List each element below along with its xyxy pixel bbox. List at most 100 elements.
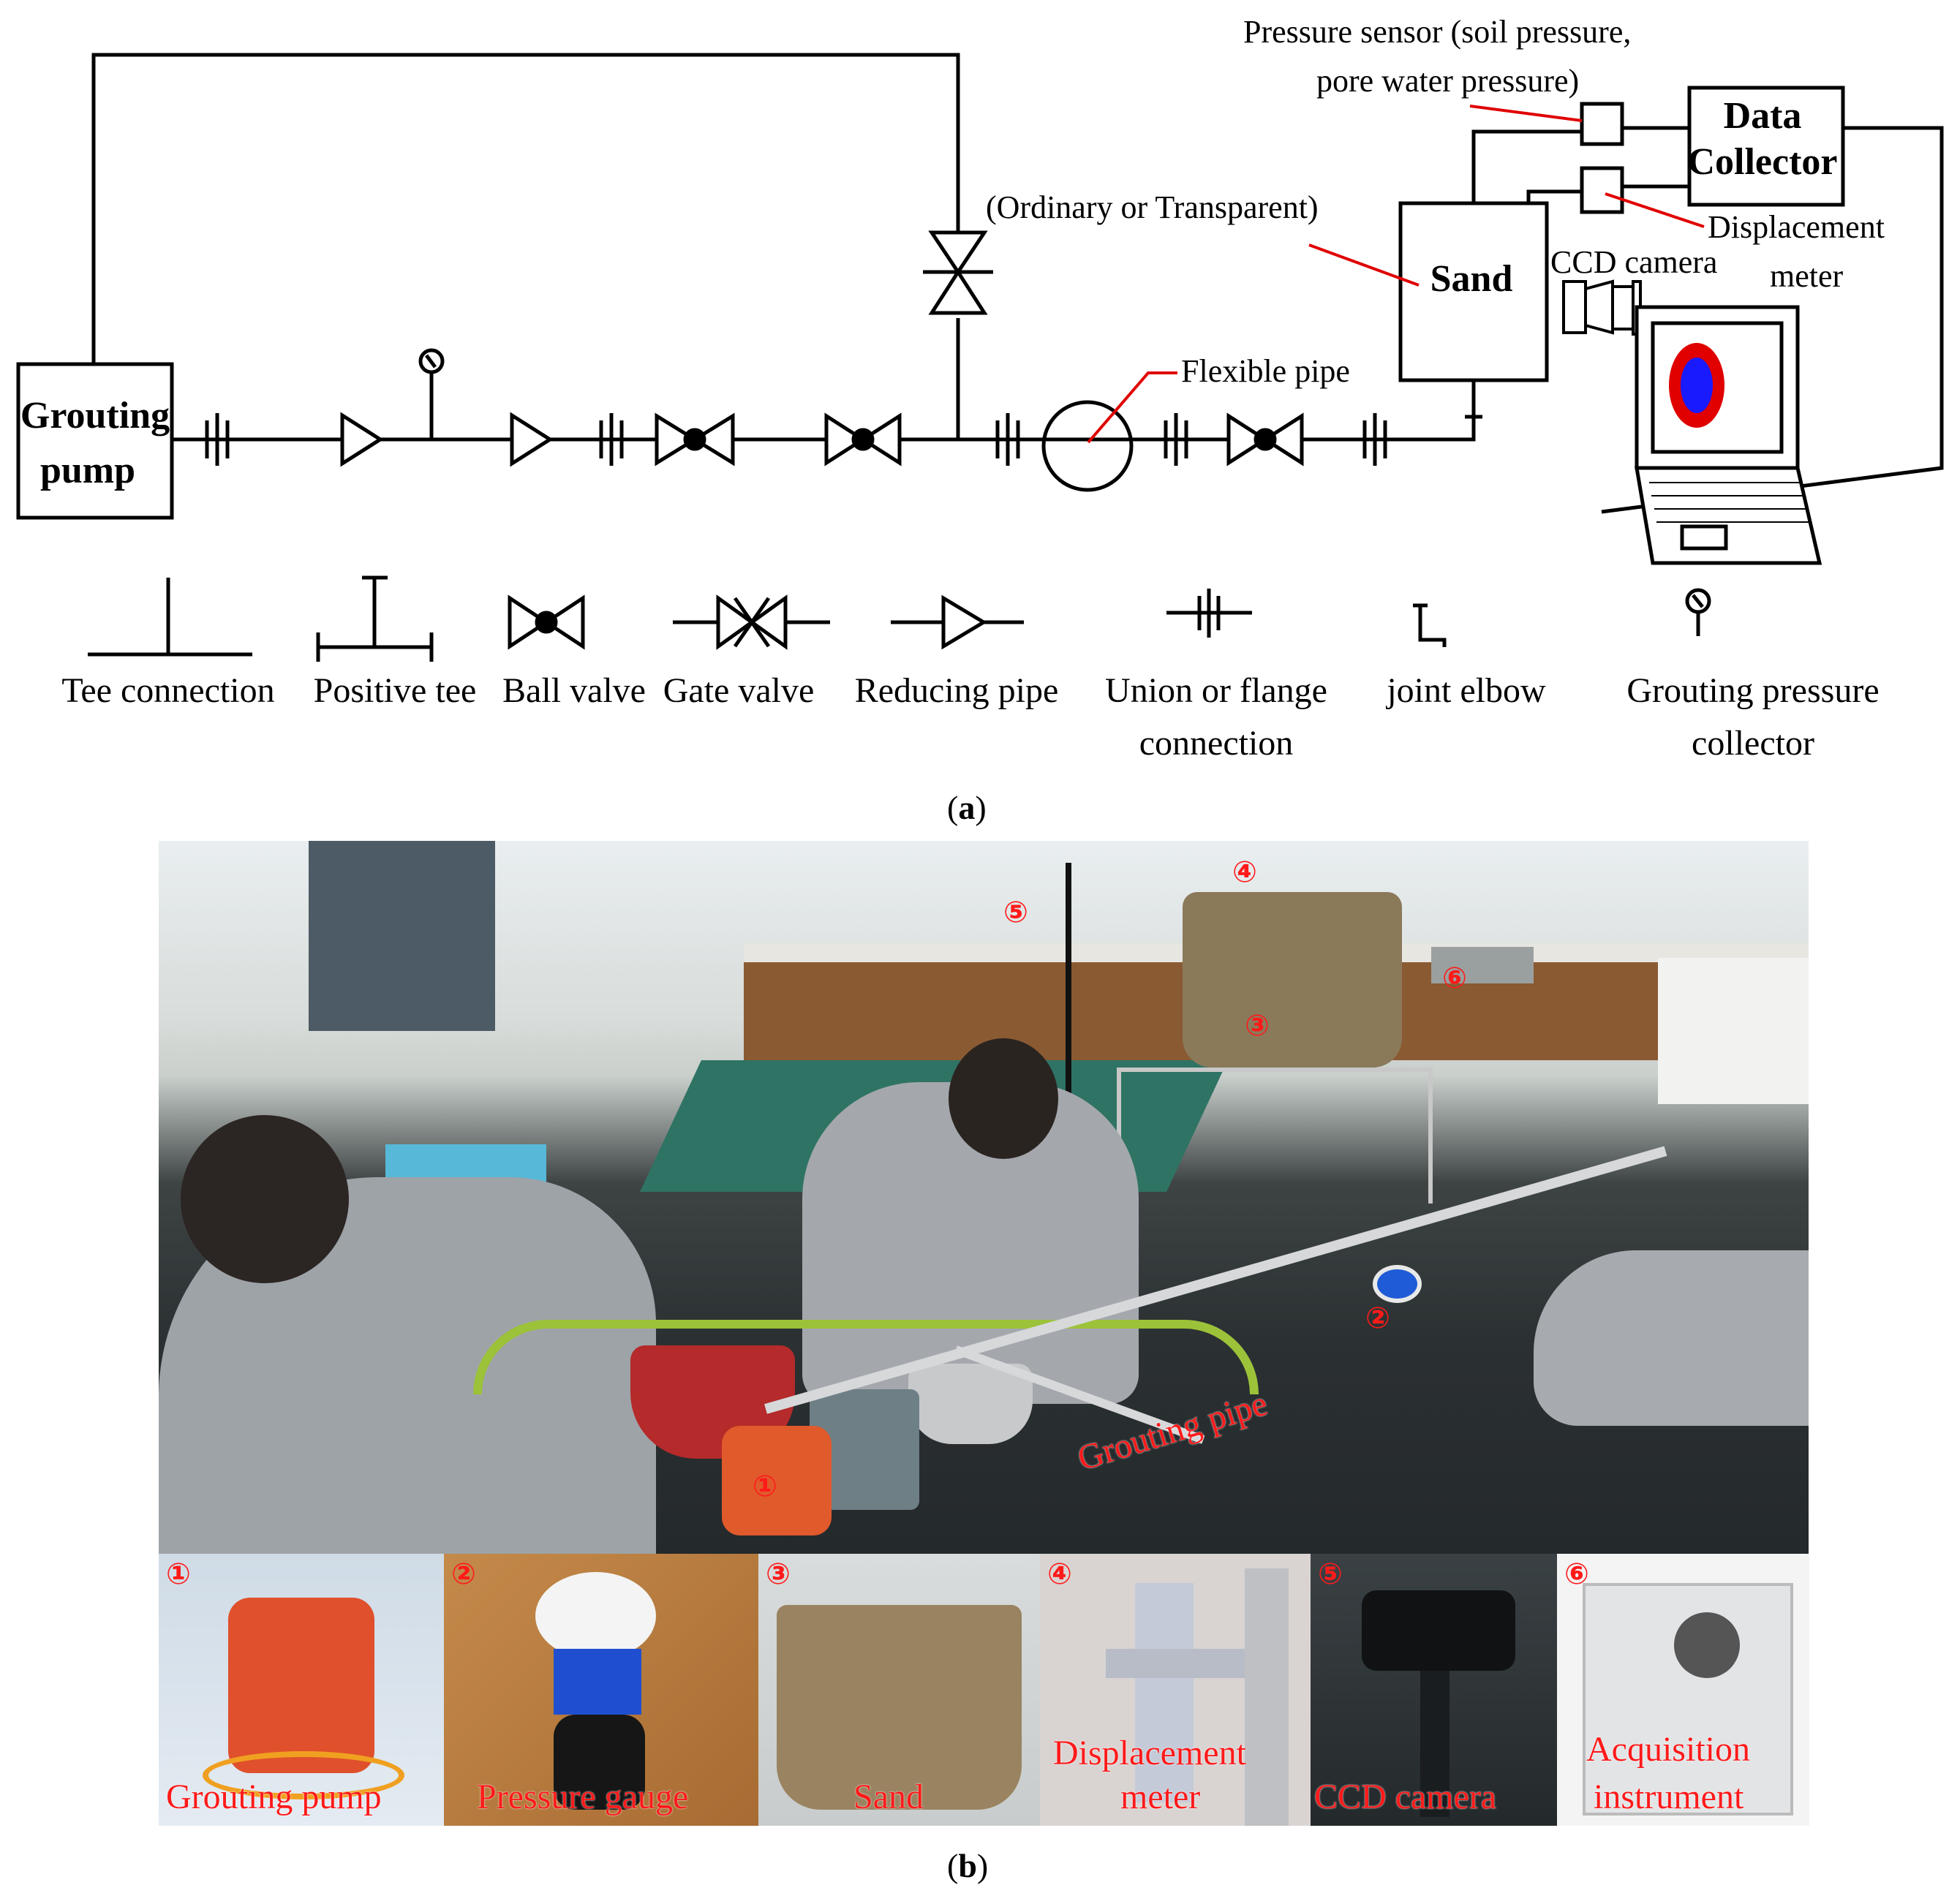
grouting-pump-box	[16, 362, 174, 520]
marker-2: ②	[1365, 1302, 1390, 1335]
union-icon	[205, 413, 230, 466]
joint-elbow-icon	[1463, 380, 1482, 442]
ball-valve-icon	[824, 412, 902, 466]
ball-valve-legend-icon	[508, 594, 585, 650]
legend-label-union: Union or flange	[1105, 671, 1327, 710]
panel-label-2: Pressure gauge	[477, 1778, 689, 1816]
white-cabinet	[1658, 958, 1809, 1104]
pressure-sensor-box	[1580, 102, 1624, 146]
laptop-icon	[1635, 305, 1822, 565]
panel-displacement-meter: ④ Displacement meter	[1040, 1554, 1311, 1826]
gate-valve-legend-icon	[673, 594, 830, 650]
sand-bucket	[777, 1605, 1022, 1810]
steel-pot	[908, 1364, 1033, 1444]
panel-acquisition-instrument: ⑥ Acquisition instrument	[1557, 1554, 1809, 1826]
panel-sand: ③ Sand	[758, 1554, 1040, 1826]
caption-a: (a)	[947, 789, 987, 826]
gauge-head	[535, 1572, 656, 1660]
legend-label-reducing-pipe: Reducing pipe	[855, 671, 1059, 710]
sand-box	[1398, 201, 1549, 382]
panel-label-6: Acquisition	[1586, 1730, 1750, 1769]
joint-elbow-legend-icon	[1413, 603, 1447, 647]
panel-label-4: Displacement	[1053, 1734, 1246, 1772]
reducing-pipe-icon	[510, 412, 554, 467]
legend-label-ball-valve: Ball valve	[502, 671, 646, 710]
instrument-fan	[1674, 1612, 1740, 1678]
panel-label-1: Grouting pump	[166, 1778, 382, 1816]
pump-hose	[203, 1751, 404, 1799]
panel-num-1: ①	[166, 1557, 191, 1591]
grouting-pressure-collector-legend-icon	[1685, 588, 1711, 636]
marker-5: ⑤	[1003, 896, 1028, 929]
marker-4: ④	[1232, 855, 1257, 889]
door	[309, 841, 495, 1031]
displacement-meter-label: Displacement	[1708, 209, 1885, 245]
data-collector-box	[1687, 86, 1845, 207]
legend-label-pressure-collector-2: collector	[1692, 724, 1814, 763]
union-icon	[1362, 413, 1387, 466]
pump-body	[228, 1598, 374, 1773]
grout-diffusion-blob-inner	[1681, 358, 1713, 413]
sand-container	[1183, 892, 1402, 1068]
grouting-system-schematic: Grouting pump	[16, 14, 1944, 763]
tee-connection-icon	[88, 578, 252, 657]
union-icon	[1164, 413, 1188, 466]
legend-label-pressure-collector: Grouting pressure	[1626, 671, 1879, 710]
panel-label-4b: meter	[1120, 1778, 1201, 1816]
legend-label-tee-connection: Tee connection	[61, 671, 274, 710]
meter-bracket	[1106, 1649, 1252, 1678]
flexible-pipe-label: Flexible pipe	[1181, 353, 1350, 389]
person-left-head	[181, 1115, 349, 1283]
caption-b: (b)	[947, 1847, 989, 1884]
panel-num-5: ⑤	[1318, 1557, 1343, 1591]
gauge-flange	[554, 1715, 645, 1810]
marker-3: ③	[1245, 1009, 1270, 1043]
union-icon	[599, 413, 624, 466]
panel-grouting-pump: ① Grouting pump	[159, 1554, 444, 1826]
pressure-sensor-label-2: pore water pressure)	[1316, 63, 1579, 99]
panel-num-2: ②	[451, 1557, 476, 1591]
person-right	[1534, 1250, 1809, 1426]
ball-valve-icon	[655, 412, 735, 466]
union-icon	[995, 413, 1020, 466]
reducing-pipe-icon	[340, 412, 384, 467]
panel-num-3: ③	[766, 1557, 791, 1591]
legend-label-gate-valve: Gate valve	[663, 671, 815, 710]
union-legend-icon	[1166, 589, 1252, 638]
gauge-body	[554, 1649, 641, 1715]
orange-pump	[722, 1426, 832, 1535]
marker-6: ⑥	[1442, 962, 1467, 995]
pressure-sensor-label: Pressure sensor (soil pressure,	[1243, 14, 1631, 50]
data-collector-label: Data	[1724, 95, 1802, 137]
panel-label-3: Sand	[853, 1778, 924, 1816]
displacement-meter-box	[1580, 166, 1624, 214]
displacement-meter-label-2: meter	[1770, 258, 1844, 294]
meter-rod	[1135, 1583, 1194, 1802]
pressure-gauge-device	[1373, 1265, 1422, 1303]
grouting-pump-label-2: pump	[40, 450, 135, 491]
flexible-pipe-coil	[1041, 400, 1134, 492]
panel-label-6b: instrument	[1594, 1778, 1744, 1816]
panel-ccd-camera: ⑤ CCD camera	[1311, 1554, 1557, 1826]
stand	[1117, 1068, 1433, 1204]
acquisition-device	[1431, 947, 1534, 983]
meter-post	[1245, 1568, 1289, 1826]
sand-type-label: (Ordinary or Transparent)	[986, 189, 1319, 225]
panel-num-4: ④	[1047, 1557, 1072, 1591]
panel-pressure-gauge: ② Pressure gauge	[444, 1554, 758, 1826]
panel-num-6: ⑥	[1564, 1557, 1589, 1591]
sand-label: Sand	[1430, 258, 1513, 300]
ball-valve-icon	[1226, 412, 1304, 466]
marker-1: ①	[753, 1470, 777, 1503]
legend-label-positive-tee: Positive tee	[314, 671, 477, 710]
gate-valve-icon	[923, 230, 993, 315]
ccd-camera-icon	[1562, 279, 1642, 336]
positive-tee-icon	[316, 575, 434, 662]
legend-label-joint-elbow: joint elbow	[1385, 671, 1546, 710]
reducing-pipe-legend-icon	[891, 594, 1024, 650]
camera-mount	[1420, 1671, 1450, 1817]
lab-photo: ① ② ③ ④ ⑤ ⑥ Grouting pipe	[159, 841, 1809, 1554]
legend-label-union-2: connection	[1139, 724, 1294, 763]
grouting-pressure-collector-icon	[418, 348, 445, 439]
panel-label-5: CCD camera	[1314, 1778, 1497, 1816]
